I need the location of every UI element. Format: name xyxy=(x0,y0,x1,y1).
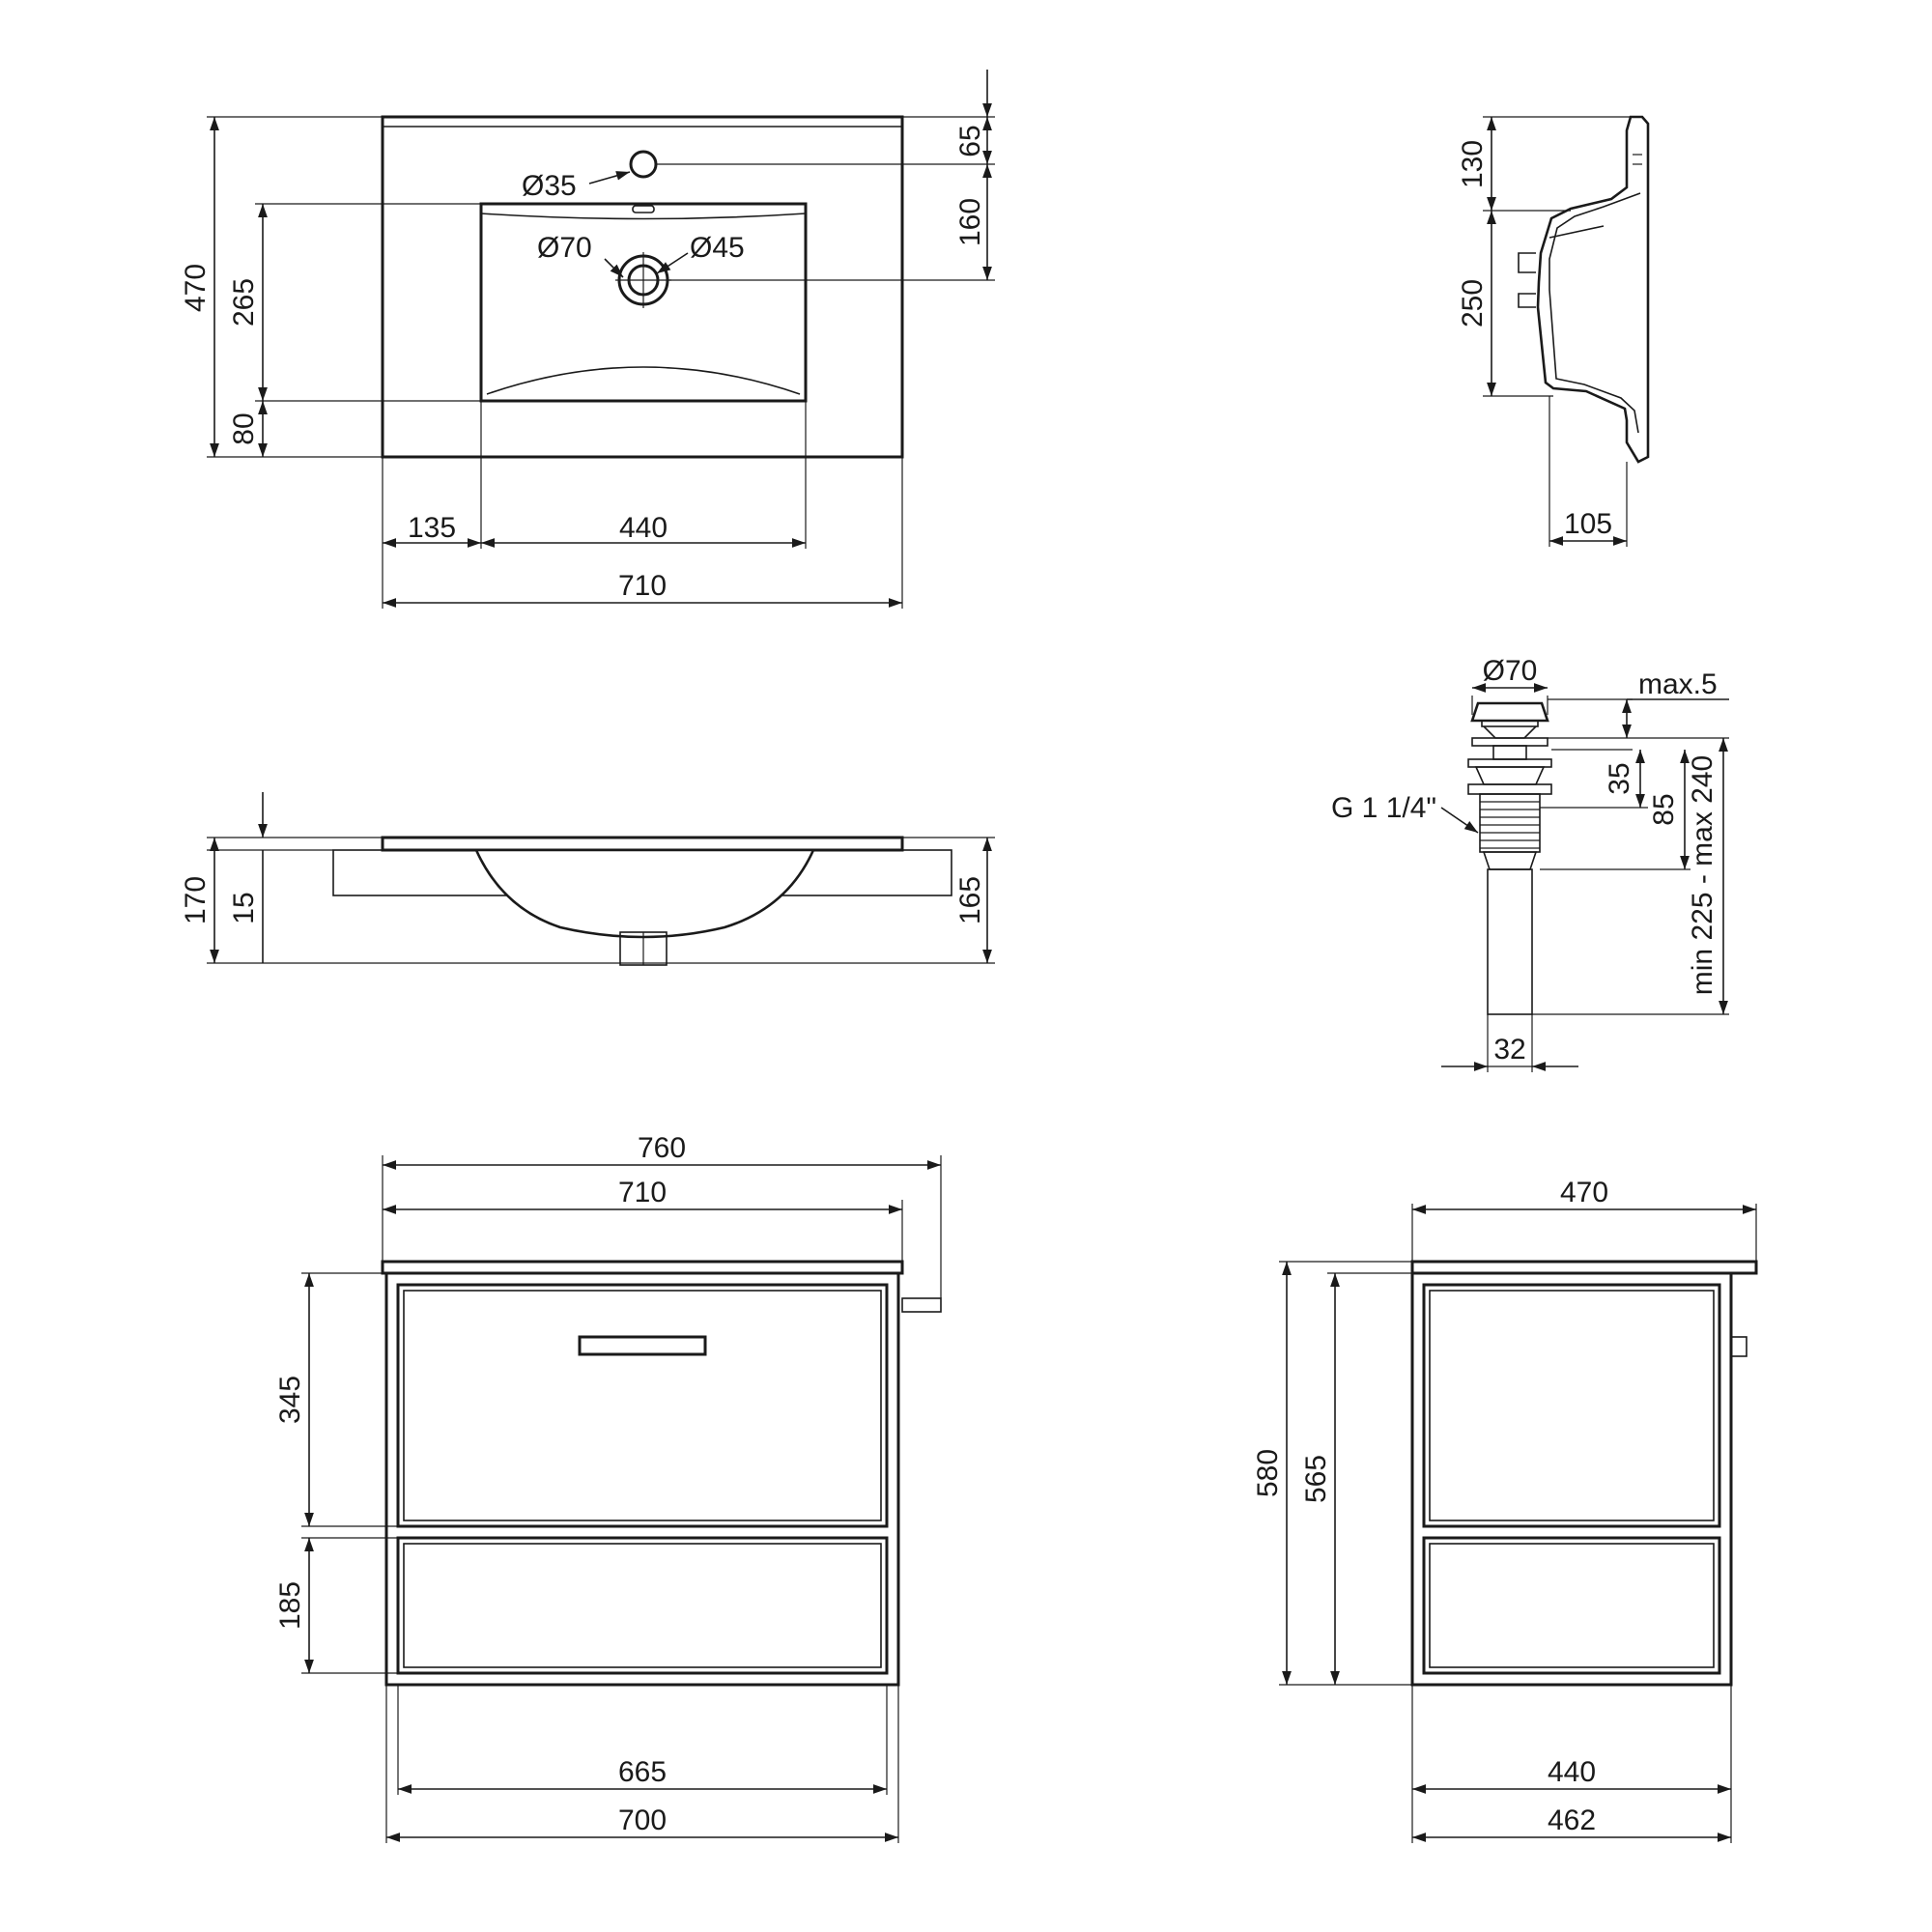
cabinet-side-upper-frame xyxy=(1422,1283,1721,1528)
basin-front-slab xyxy=(381,836,904,852)
cabinet-side-view: 470 580 565 440 462 xyxy=(1252,1177,1758,1843)
dim-160: 160 xyxy=(954,198,986,246)
basin-section-profile xyxy=(1536,115,1650,464)
drain-thread-lines xyxy=(1480,801,1540,849)
dim-470-cab: 470 xyxy=(1560,1177,1608,1208)
drain-thread-label: G 1 1/4" xyxy=(1331,792,1436,824)
basin-top-view: Ø35 Ø70 Ø45 470 265 80 65 160 xyxy=(180,70,995,609)
dim-185: 185 xyxy=(274,1581,306,1630)
drawer-handle xyxy=(578,1335,707,1356)
basin-side-section: 130 250 105 xyxy=(1457,115,1650,547)
basin-front-bowl xyxy=(473,848,816,939)
cabinet-side-top xyxy=(1410,1260,1758,1275)
drain-pipe xyxy=(1487,868,1533,1015)
dim-700: 700 xyxy=(618,1804,667,1836)
drain-max-gap: max.5 xyxy=(1638,668,1718,700)
dim-130: 130 xyxy=(1457,140,1489,188)
dim-15: 15 xyxy=(228,892,260,923)
dim-65: 65 xyxy=(954,125,986,156)
cabinet-drawer-frame xyxy=(396,1283,889,1528)
dim-35: 35 xyxy=(1604,762,1635,794)
dim-710-cab: 710 xyxy=(618,1177,667,1208)
cabinet-side-lower-frame xyxy=(1422,1536,1721,1675)
cabinet-top-slab xyxy=(381,1260,904,1275)
dim-85: 85 xyxy=(1648,793,1680,825)
tap-hole-diameter: Ø35 xyxy=(522,170,577,202)
drawer-handle-side xyxy=(1730,1336,1747,1357)
cabinet-shelf-frame xyxy=(396,1536,889,1675)
basin-front-view: 170 15 165 xyxy=(180,792,995,966)
dim-165: 165 xyxy=(954,876,986,924)
drain-assembly: Ø70 max.5 35 85 min 225 - max 240 G 1 1/… xyxy=(1331,655,1729,1072)
cabinet-body xyxy=(384,1271,900,1687)
drain-inner-diameter: Ø45 xyxy=(690,232,745,264)
dim-580: 580 xyxy=(1252,1449,1284,1497)
cabinet-drawer-panel xyxy=(403,1290,882,1521)
cabinet-shelf-panel xyxy=(403,1543,882,1668)
dim-250: 250 xyxy=(1457,279,1489,327)
dim-462: 462 xyxy=(1548,1804,1596,1836)
dim-345: 345 xyxy=(274,1376,306,1424)
dim-32: 32 xyxy=(1493,1034,1525,1065)
drain-height-range: min 225 - max 240 xyxy=(1687,755,1719,995)
cabinet-side-body xyxy=(1410,1271,1733,1687)
drain-thread-body xyxy=(1479,793,1541,853)
dim-565: 565 xyxy=(1300,1455,1332,1503)
basin-outline xyxy=(381,115,904,459)
drain-flange xyxy=(1471,737,1548,747)
drain-outer-diameter: Ø70 xyxy=(537,232,592,264)
drain-cap xyxy=(1470,701,1549,723)
dim-440-top: 440 xyxy=(619,512,668,544)
cabinet-front-view: 760 710 345 185 665 700 xyxy=(274,1132,942,1843)
dim-440-cab: 440 xyxy=(1548,1756,1596,1788)
dim-760: 760 xyxy=(638,1132,686,1164)
dim-665: 665 xyxy=(618,1756,667,1788)
dim-105: 105 xyxy=(1564,508,1612,540)
dim-265: 265 xyxy=(228,278,260,327)
drain-cap-diameter: Ø70 xyxy=(1483,655,1538,687)
dim-80: 80 xyxy=(228,412,260,444)
cabinet-wall-bracket xyxy=(901,1297,942,1313)
dim-470: 470 xyxy=(180,264,212,312)
tap-hole xyxy=(629,150,658,179)
dim-135: 135 xyxy=(408,512,456,544)
dim-170: 170 xyxy=(180,876,212,924)
dim-710-top: 710 xyxy=(618,570,667,602)
